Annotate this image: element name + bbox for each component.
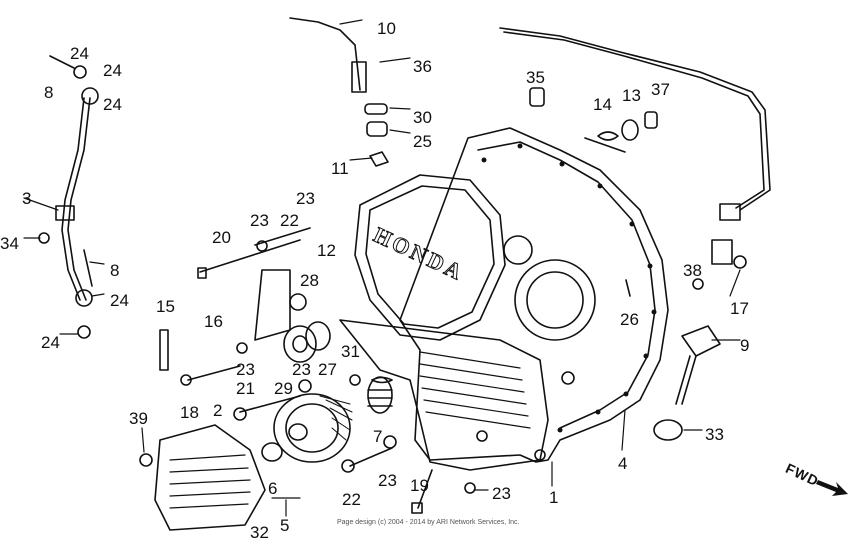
part-reference-11[interactable]: 11 [331,159,349,178]
part-reference-37[interactable]: 37 [651,80,670,99]
part-reference-6[interactable]: 6 [268,479,278,498]
part-reference-20[interactable]: 20 [212,228,231,247]
part-reference-7[interactable]: 7 [373,427,383,446]
part-reference-34[interactable]: 34 [0,234,19,253]
part-reference-24c[interactable]: 24 [103,95,122,114]
part-reference-10[interactable]: 10 [377,19,396,38]
part-reference-8a[interactable]: 8 [44,83,54,102]
part-reference-23d[interactable]: 23 [236,360,255,379]
part-reference-39[interactable]: 39 [129,409,148,428]
part-reference-23b[interactable]: 23 [250,211,269,230]
crankcase-cover-outline [399,127,669,463]
part-reference-24a[interactable]: 24 [70,44,89,63]
part-reference-24d[interactable]: 24 [110,291,129,310]
part-reference-38[interactable]: 38 [683,261,702,280]
part-reference-19[interactable]: 19 [410,476,429,495]
part-reference-4[interactable]: 4 [618,454,628,473]
part-reference-14[interactable]: 14 [593,95,612,114]
part-reference-23c[interactable]: 23 [292,360,311,379]
part-reference-2[interactable]: 2 [213,401,223,420]
part-reference-15[interactable]: 15 [156,297,175,316]
part-reference-16[interactable]: 16 [204,312,223,331]
part-reference-23a[interactable]: 23 [296,189,315,208]
part-reference-22b[interactable]: 22 [342,490,361,509]
copyright-footer: Page design (c) 2004 - 2014 by ARI Netwo… [337,519,520,526]
honda-lettering: HONDA [370,222,468,286]
part-reference-1[interactable]: 1 [549,488,559,507]
part-reference-24b[interactable]: 24 [103,61,122,80]
forward-arrow-icon [816,480,848,496]
part-reference-12[interactable]: 12 [317,241,336,260]
part-reference-5[interactable]: 5 [280,516,290,535]
part-reference-27[interactable]: 27 [318,360,337,379]
honda-cover-outline [354,174,506,341]
filter-cover [154,424,266,531]
part-reference-33[interactable]: 33 [705,425,724,444]
part-reference-3[interactable]: 3 [22,189,32,208]
part-reference-21[interactable]: 21 [236,379,255,398]
part-reference-32[interactable]: 32 [250,523,269,542]
part-reference-36[interactable]: 36 [413,57,432,76]
part-reference-31[interactable]: 31 [341,342,360,361]
part-reference-8b[interactable]: 8 [110,261,120,280]
part-reference-23f[interactable]: 23 [492,484,511,503]
part-reference-22a[interactable]: 22 [280,211,299,230]
part-reference-25[interactable]: 25 [413,132,432,151]
part-reference-24e[interactable]: 24 [41,333,60,352]
part-reference-17[interactable]: 17 [730,299,749,318]
part-reference-29[interactable]: 29 [274,379,293,398]
part-reference-28[interactable]: 28 [300,271,319,290]
part-reference-26[interactable]: 26 [620,310,639,329]
part-reference-30[interactable]: 30 [413,108,432,127]
part-reference-23e[interactable]: 23 [378,471,397,490]
part-reference-18[interactable]: 18 [180,403,199,422]
part-reference-13[interactable]: 13 [622,86,641,105]
part-reference-35[interactable]: 35 [526,68,545,87]
part-reference-9[interactable]: 9 [740,336,750,355]
